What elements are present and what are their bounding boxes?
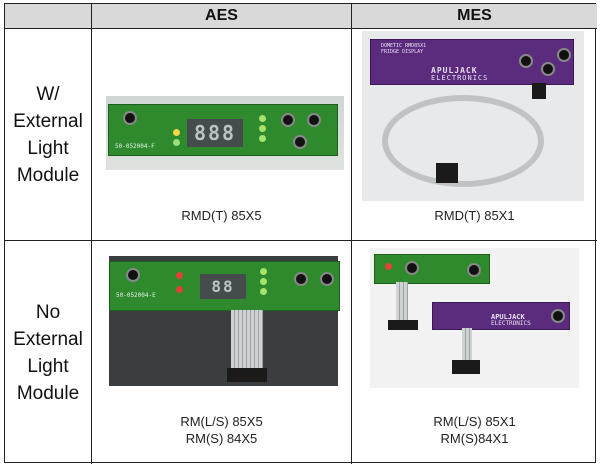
led bbox=[385, 263, 392, 270]
row-label-line: No bbox=[35, 301, 61, 323]
seven-segment-display: 888 bbox=[187, 119, 243, 147]
row-label-no-external-light: No External Light Module bbox=[5, 241, 92, 464]
led bbox=[259, 135, 266, 142]
led bbox=[173, 139, 180, 146]
cable-connector bbox=[436, 163, 458, 183]
board-code-text: 50-052004-F bbox=[115, 143, 155, 150]
push-button bbox=[307, 113, 321, 127]
row-label-line: Light bbox=[27, 355, 69, 377]
ribbon-cable bbox=[231, 310, 263, 378]
model-caption-line: RM(L/S) 85X1 bbox=[433, 414, 516, 429]
mes-board-photo: APULJACK ELECTRONICS bbox=[370, 248, 579, 388]
push-button bbox=[293, 135, 307, 149]
led bbox=[259, 125, 266, 132]
brand-subtext: ELECTRONICS bbox=[491, 320, 531, 327]
push-button bbox=[519, 54, 533, 68]
model-caption: RMD(T) 85X5 bbox=[92, 207, 351, 224]
led bbox=[260, 268, 267, 275]
led bbox=[259, 115, 266, 122]
brand-text: APULJACK bbox=[431, 66, 478, 75]
push-button bbox=[541, 62, 555, 76]
header-mes: MES bbox=[352, 4, 597, 29]
push-button bbox=[551, 309, 565, 323]
brand-text: APULJACK bbox=[491, 313, 525, 321]
model-caption-line: RM(S)84X1 bbox=[440, 431, 509, 446]
push-button bbox=[405, 261, 419, 275]
model-caption: RM(L/S) 85X5 RM(S) 84X5 bbox=[92, 413, 351, 447]
push-button bbox=[281, 113, 295, 127]
board-code-text: 50-052004-E bbox=[116, 292, 156, 299]
cable-connector bbox=[388, 320, 418, 330]
row-label-line: Module bbox=[16, 164, 80, 186]
row-label-line: Module bbox=[16, 382, 80, 404]
ribbon-cable-coil bbox=[382, 95, 544, 187]
cell-aes-no-external-light: 88 50-052004-E RM(L/S) 85X5 RM(S) 84X5 bbox=[92, 241, 352, 464]
cell-mes-no-external-light: APULJACK ELECTRONICS RM(L/S) 85X1 RM(S)8… bbox=[352, 241, 597, 464]
purple-pcb: APULJACK ELECTRONICS bbox=[432, 302, 570, 330]
push-button bbox=[467, 263, 481, 277]
model-caption-line: RM(S) 84X5 bbox=[185, 431, 258, 446]
aes-board-photo: 888 50-052004-F bbox=[106, 96, 344, 170]
mes-board-photo: DOMETIC RMD85X1 FRIDGE DISPLAY APULJACK … bbox=[362, 31, 584, 201]
cell-mes-with-external-light: DOMETIC RMD85X1 FRIDGE DISPLAY APULJACK … bbox=[352, 29, 597, 241]
seven-segment-display: 88 bbox=[200, 274, 246, 299]
row-label-with-external-light: W/ External Light Module bbox=[5, 29, 92, 241]
model-comparison-table: AES MES W/ External Light Module 888 50-… bbox=[4, 3, 597, 464]
push-button bbox=[294, 272, 308, 286]
cable-connector bbox=[227, 368, 267, 382]
cable-connector bbox=[532, 83, 546, 99]
purple-pcb: DOMETIC RMD85X1 FRIDGE DISPLAY APULJACK … bbox=[370, 39, 574, 85]
cable-connector bbox=[452, 360, 480, 374]
model-caption-line: RMD(T) 85X1 bbox=[434, 208, 515, 223]
header-aes: AES bbox=[92, 4, 352, 29]
push-button bbox=[320, 272, 334, 286]
cell-aes-with-external-light: 888 50-052004-F RMD(T) 85X5 bbox=[92, 29, 352, 241]
push-button bbox=[123, 111, 137, 125]
green-pcb bbox=[374, 254, 490, 284]
push-button bbox=[126, 268, 140, 282]
led bbox=[176, 286, 183, 293]
ribbon-cable bbox=[396, 282, 408, 326]
model-caption: RMD(T) 85X1 bbox=[352, 207, 597, 224]
row-label-line: External bbox=[13, 328, 83, 350]
green-pcb: 888 50-052004-F bbox=[108, 104, 338, 156]
ribbon-cable bbox=[462, 328, 472, 366]
header-blank-cell bbox=[5, 4, 92, 29]
led bbox=[260, 278, 267, 285]
row-label-line: W/ bbox=[36, 83, 60, 105]
row-label-line: Light bbox=[27, 137, 69, 159]
led bbox=[173, 129, 180, 136]
led bbox=[260, 288, 267, 295]
aes-board-photo: 88 50-052004-E bbox=[109, 256, 340, 386]
green-pcb: 88 50-052004-E bbox=[109, 261, 340, 311]
board-title-text: DOMETIC RMD85X1 FRIDGE DISPLAY bbox=[381, 43, 427, 55]
brand-subtext: ELECTRONICS bbox=[431, 74, 489, 82]
row-label-line: External bbox=[13, 110, 83, 132]
push-button bbox=[557, 48, 571, 62]
model-caption: RM(L/S) 85X1 RM(S)84X1 bbox=[352, 413, 597, 447]
led bbox=[176, 272, 183, 279]
model-caption-line: RM(L/S) 85X5 bbox=[180, 414, 263, 429]
model-caption-line: RMD(T) 85X5 bbox=[181, 208, 262, 223]
